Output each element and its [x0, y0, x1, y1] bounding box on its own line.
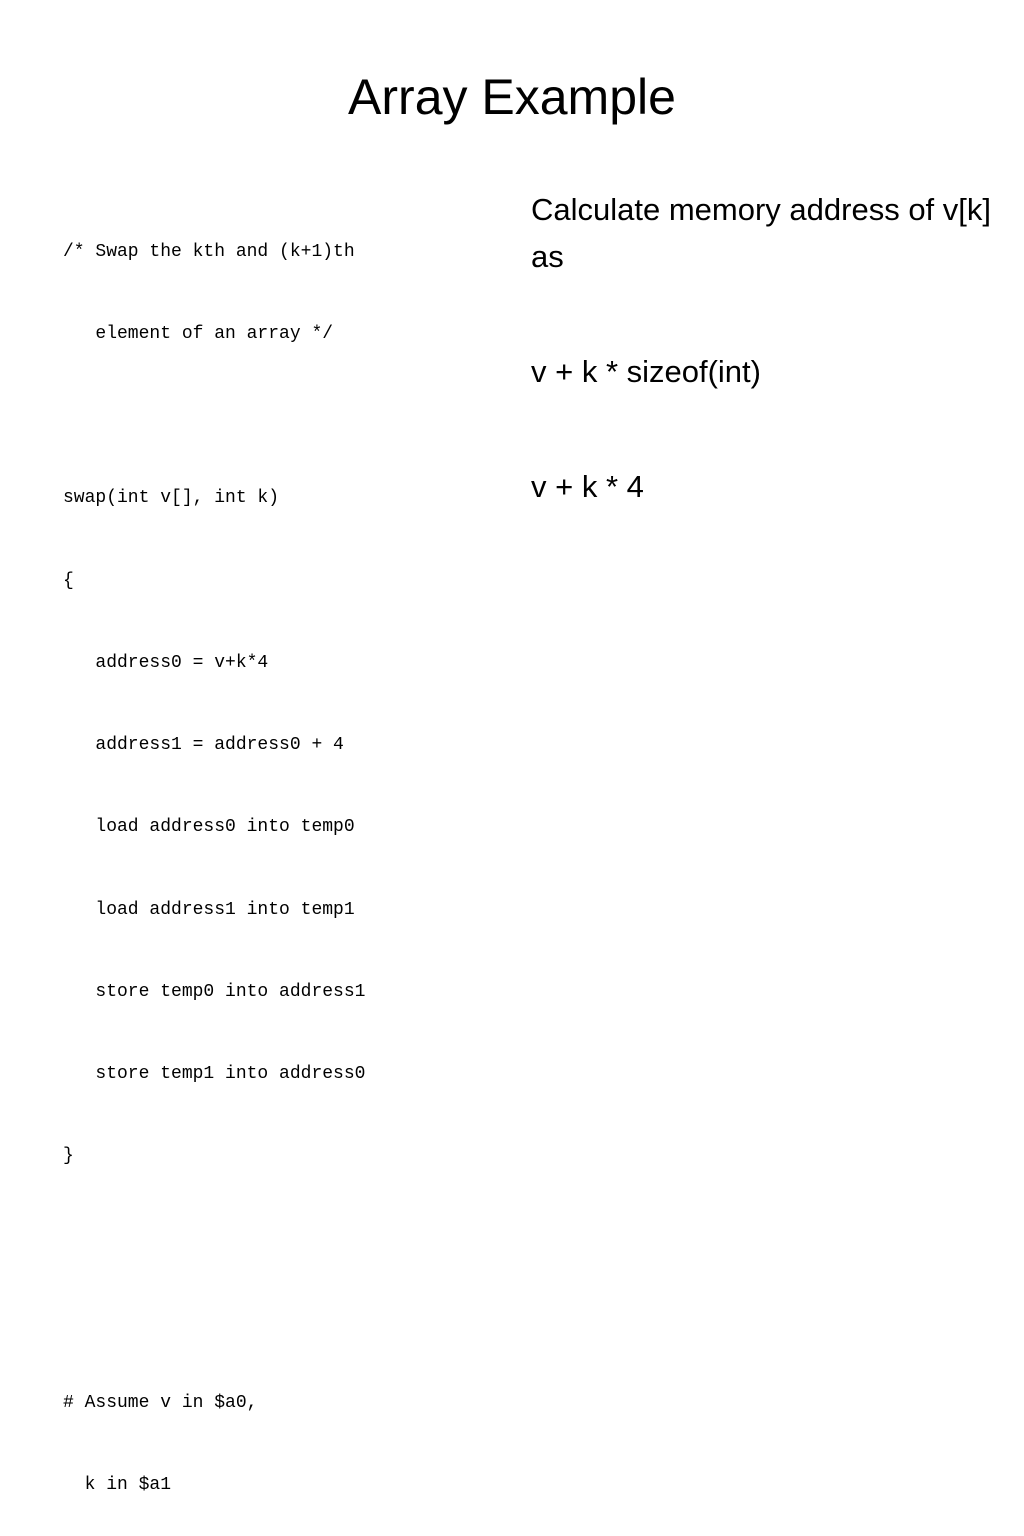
code-block: /* Swap the kth and (k+1)th element of a…	[63, 184, 483, 1536]
formula-sizeof: v + k * sizeof(int)	[531, 354, 761, 389]
code-line	[63, 1225, 483, 1252]
code-line: store temp1 into address0	[63, 1063, 366, 1084]
code-line	[63, 1308, 483, 1335]
slide: Array Example /* Swap the kth and (k+1)t…	[63, 69, 991, 1495]
code-line: element of an array */	[63, 324, 334, 345]
slide-title: Array Example	[348, 69, 676, 125]
code-line: load address0 into temp0	[63, 817, 355, 838]
code-line: load address1 into temp1	[63, 899, 355, 920]
formula-constant: v + k * 4	[531, 469, 644, 504]
code-line: {	[63, 570, 74, 591]
explanation-column: Calculate memory address of v[k] as v + …	[531, 186, 991, 510]
code-line: }	[63, 1146, 74, 1167]
code-line: /* Swap the kth and (k+1)th	[63, 241, 355, 262]
code-line: k in $a1	[63, 1475, 172, 1496]
code-line: address0 = v+k*4	[63, 652, 269, 673]
code-line: store temp0 into address1	[63, 981, 366, 1002]
code-line: swap(int v[], int k)	[63, 488, 280, 509]
code-line: # Assume v in $a0,	[63, 1392, 258, 1413]
code-line	[63, 403, 483, 430]
explanation-text: Calculate memory address of v[k] as	[531, 192, 992, 274]
code-line: address1 = address0 + 4	[63, 735, 344, 756]
